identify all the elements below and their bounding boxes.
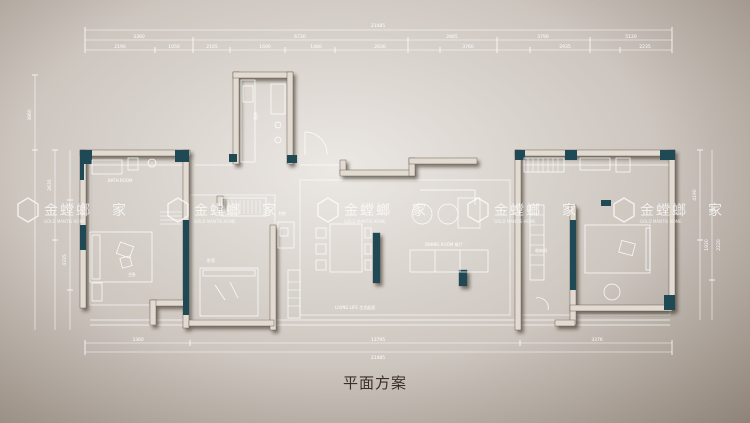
dim-bottom-total: 21485 bbox=[371, 355, 385, 361]
label-bedroom: 卧室 bbox=[207, 257, 215, 263]
logo-icon bbox=[467, 197, 489, 223]
dim-top-r1-1: 3360 bbox=[133, 34, 145, 40]
logo-icon bbox=[17, 197, 39, 223]
dim-left-1: 3860 bbox=[27, 109, 33, 121]
dim-top-r2-1: 2190 bbox=[114, 44, 126, 50]
dimension-labels: 21485 3360 6730 2865 3790 5120 2190 1050… bbox=[27, 23, 722, 361]
watermark: 金螳螂 家 GOLD MANTIS HOME 金螳螂 家 GOLD MANTIS… bbox=[17, 197, 724, 224]
watermark-subtitle: GOLD MANTIS HOME bbox=[194, 219, 236, 224]
label-master-bedroom: 主卧 bbox=[128, 271, 136, 277]
dim-top-r1-2: 6730 bbox=[294, 34, 306, 40]
logo-icon bbox=[167, 197, 189, 223]
dim-top-r2-4: 1690 bbox=[259, 44, 271, 50]
watermark-4: 金螳螂 家 GOLD MANTIS HOME bbox=[467, 197, 578, 224]
watermark-brand: 金螳螂 bbox=[44, 203, 92, 219]
watermark-subtitle: GOLD MANTIS HOME bbox=[344, 219, 386, 224]
watermark-subtitle: GOLD MANTIS HOME bbox=[640, 219, 682, 224]
watermark-suffix: 家 bbox=[262, 202, 278, 219]
dim-bottom-3: 3376 bbox=[591, 337, 603, 343]
dim-right-2: 1920 bbox=[704, 239, 710, 251]
label-bathroom: BATH ROOM bbox=[108, 178, 133, 183]
dim-top-r1-3: 2865 bbox=[446, 34, 458, 40]
dim-left-2: 2635 bbox=[47, 179, 53, 191]
watermark-suffix: 家 bbox=[708, 202, 724, 219]
page-caption: 平面方案 bbox=[342, 374, 407, 392]
dim-right-1: 4190 bbox=[692, 189, 698, 201]
dim-bottom-1: 3360 bbox=[132, 337, 144, 343]
logo-icon bbox=[613, 197, 635, 223]
dim-top-r2-9: 2235 bbox=[639, 44, 651, 50]
dim-bottom-2: 13795 bbox=[371, 337, 385, 343]
dim-top-r2-3: 2165 bbox=[206, 44, 218, 50]
watermark-2: 金螳螂 家 GOLD MANTIS HOME bbox=[167, 197, 278, 224]
dim-top-r2-6: 2630 bbox=[374, 44, 386, 50]
watermark-5: 金螳螂 家 GOLD MANTIS HOME bbox=[613, 197, 724, 224]
teal-accents bbox=[80, 150, 675, 315]
watermark-brand: 金螳螂 bbox=[194, 203, 242, 219]
dim-top-r2-5: 1480 bbox=[310, 44, 322, 50]
dim-top-r1-4: 3790 bbox=[537, 34, 549, 40]
watermark-suffix: 家 bbox=[412, 202, 428, 219]
label-storage: 收纳间 bbox=[535, 247, 547, 253]
label-living: LIVING LIFE 生活起居 bbox=[335, 304, 375, 310]
watermark-brand: 金螳螂 bbox=[494, 203, 542, 219]
furniture bbox=[89, 79, 651, 319]
watermark-brand: 金螳螂 bbox=[344, 203, 392, 219]
label-study: 书房 bbox=[278, 210, 286, 216]
dim-top-r1-5: 5120 bbox=[625, 34, 637, 40]
room-labels: LIVING LIFE 生活起居 DINING ROOM 餐厅 BATH ROO… bbox=[108, 112, 547, 310]
watermark-subtitle: GOLD MANTIS HOME bbox=[44, 219, 86, 224]
watermark-1: 金螳螂 家 GOLD MANTIS HOME bbox=[17, 197, 128, 224]
dim-left-3: 4335 bbox=[62, 254, 68, 266]
label-kitchen: 厨房 bbox=[252, 112, 258, 120]
watermark-subtitle: GOLD MANTIS HOME bbox=[494, 219, 536, 224]
walls bbox=[79, 71, 676, 331]
dim-top-r2-8: 2935 bbox=[559, 44, 571, 50]
watermark-suffix: 家 bbox=[562, 202, 578, 219]
watermark-suffix: 家 bbox=[112, 202, 128, 219]
dim-right-3: 2220 bbox=[716, 239, 722, 251]
logo-icon bbox=[317, 197, 339, 223]
watermark-3: 金螳螂 家 GOLD MANTIS HOME bbox=[317, 197, 428, 224]
dim-top-r2-7: 3760 bbox=[462, 44, 474, 50]
dim-top-r2-2: 1050 bbox=[168, 44, 180, 50]
watermark-brand: 金螳螂 bbox=[640, 203, 688, 219]
label-dining: DINING ROOM 餐厅 bbox=[425, 241, 463, 247]
dim-top-total: 21485 bbox=[371, 23, 385, 29]
